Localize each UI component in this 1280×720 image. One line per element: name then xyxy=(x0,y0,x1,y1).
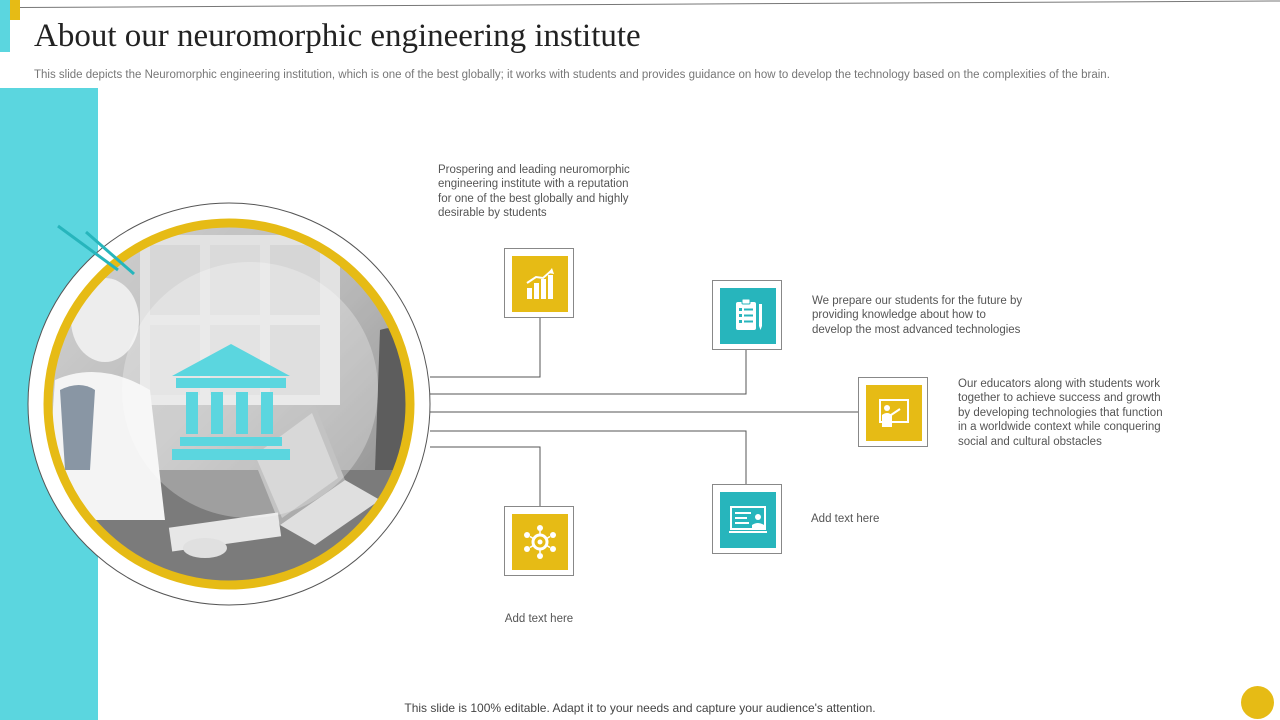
point-4-icon-tile[interactable] xyxy=(504,506,574,576)
title-accent-bars xyxy=(0,0,22,52)
corner-decor-dot xyxy=(1241,686,1274,719)
point-2-line-1: We prepare our students for the future b… xyxy=(812,295,1023,307)
point-3-line-1: Our educators along with students work xyxy=(958,378,1160,390)
footer-note: This slide is 100% editable. Adapt it to… xyxy=(404,701,876,715)
decor-slash-1 xyxy=(57,224,119,272)
point-5-line-1: Add text here xyxy=(811,513,880,525)
decor-slash-2 xyxy=(85,230,135,276)
point-5-text: Add text here xyxy=(811,512,961,526)
point-5-icon-tile[interactable] xyxy=(712,484,782,554)
point-2-line-3: develop the most advanced technologies xyxy=(812,323,1021,336)
page-subtitle: This slide depicts the Neuromorphic engi… xyxy=(34,69,1110,81)
connector-lines xyxy=(430,318,858,506)
point-1-line-4: desirable by students xyxy=(438,207,547,220)
point-2-text: We prepare our students for the future b… xyxy=(812,294,1052,337)
point-3-line-5: social and cultural obstacles xyxy=(958,435,1102,448)
bar-chart-growth-icon xyxy=(526,268,554,299)
page-title: About our neuromorphic engineering insti… xyxy=(34,18,641,54)
point-3-line-3: by developing technologies that function xyxy=(958,406,1163,419)
point-1-text: Prospering and leading neuromorphic engi… xyxy=(438,163,658,221)
connector-2 xyxy=(430,350,747,395)
point-4-icon-bg xyxy=(512,514,568,570)
point-4-line-1: Add text here xyxy=(504,613,574,625)
point-3-text: Our educators along with students work t… xyxy=(958,377,1188,449)
clipboard-checklist-icon xyxy=(736,298,762,330)
point-4-text: Add text here xyxy=(464,612,614,626)
point-2-icon-bg xyxy=(720,288,776,344)
top-divider-line xyxy=(20,0,1280,8)
point-3-line-4: in a worldwide context while conquering xyxy=(958,421,1161,434)
point-3-icon-tile[interactable] xyxy=(858,377,928,447)
point-3-icon-bg xyxy=(866,385,922,441)
gear-network-icon xyxy=(524,525,556,559)
point-1-icon-bg xyxy=(512,256,568,312)
point-1-line-2: engineering institute with a reputation xyxy=(438,178,629,191)
connector-1 xyxy=(430,318,541,378)
point-2-icon-tile[interactable] xyxy=(712,280,782,350)
accent-bar-yellow xyxy=(10,0,20,20)
point-2-line-2: providing knowledge about how to xyxy=(812,309,986,322)
point-1-line-1: Prospering and leading neuromorphic xyxy=(438,164,630,176)
point-3-line-2: together to achieve success and growth xyxy=(958,392,1161,405)
institution-building-icon xyxy=(172,344,290,460)
point-1-icon-tile[interactable] xyxy=(504,248,574,318)
online-presentation-icon xyxy=(729,506,767,533)
point-1-line-3: for one of the best globally and highly xyxy=(438,192,629,205)
connector-4 xyxy=(430,430,747,484)
teacher-whiteboard-icon xyxy=(879,399,909,427)
hero-yellow-ring xyxy=(43,218,415,590)
connector-5 xyxy=(430,446,541,506)
point-5-icon-bg xyxy=(720,492,776,548)
accent-bar-teal xyxy=(0,0,10,52)
hero-photo xyxy=(52,227,406,581)
